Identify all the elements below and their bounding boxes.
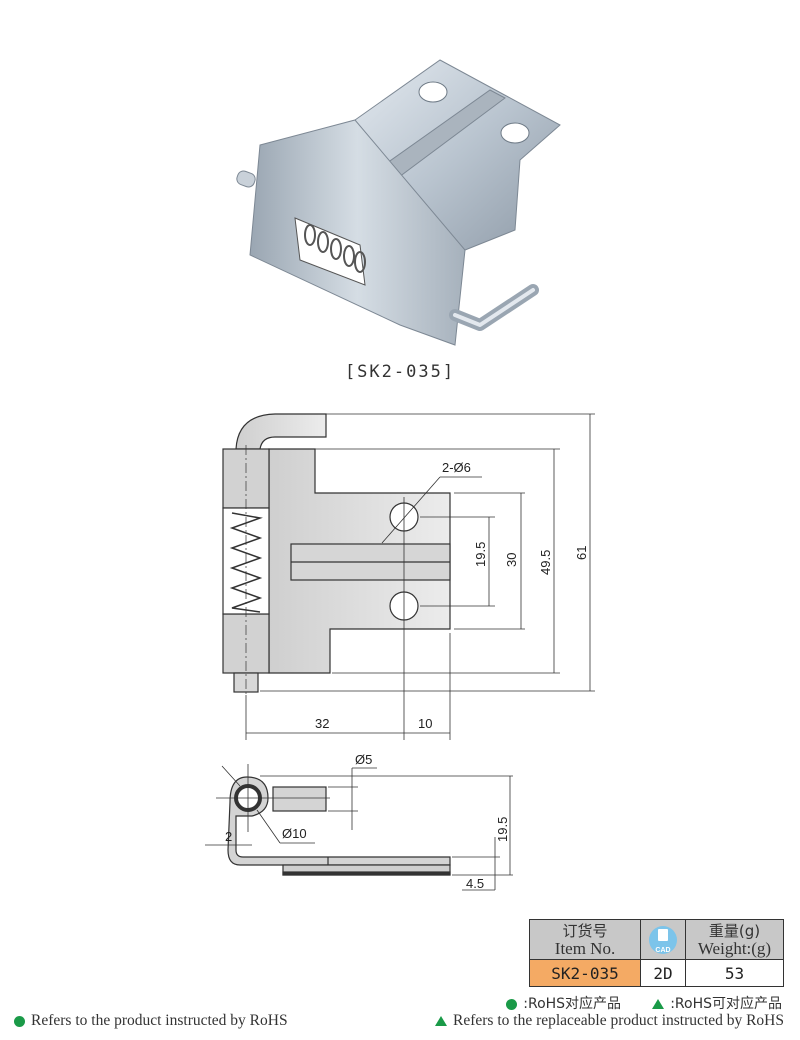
side-view-drawing: Ø5 Ø10 2 19.5 4.5	[200, 750, 520, 900]
item-no-header: 订货号 Item No.	[529, 919, 641, 960]
dim-barrel-dia: Ø10	[282, 826, 307, 841]
product-photo	[215, 50, 585, 350]
hole-spec-label: 2-Ø6	[442, 460, 471, 475]
item-no-header-en: Item No.	[554, 938, 616, 958]
dim-61: 61	[574, 546, 589, 560]
rohs-triangle-icon	[652, 999, 665, 1009]
rohs-triangle-icon	[435, 1016, 447, 1027]
dim-32: 32	[315, 716, 329, 731]
cad-header: CAD	[640, 919, 686, 960]
rohs-circle-icon	[14, 1015, 25, 1027]
dim-offset: 4.5	[466, 876, 484, 891]
product-caption: [SK2-035]	[344, 362, 456, 382]
weight-cell: 53	[685, 959, 784, 987]
dim-49-5: 49.5	[538, 550, 553, 575]
legend-cn-replaceable: :RoHS可对应产品	[670, 996, 782, 1012]
table-row: SK2-035 2D 53	[529, 959, 784, 987]
weight-header: 重量(g) Weight:(g)	[685, 919, 784, 960]
dim-30: 30	[504, 553, 519, 567]
legend-en-rohs: Refers to the product instructed by RoHS	[31, 1012, 288, 1029]
dim-19-5: 19.5	[473, 542, 488, 567]
dim-thickness: 2	[225, 829, 232, 844]
legend-english: Refers to the product instructed by RoHS…	[14, 1012, 784, 1030]
cad-cell[interactable]: 2D	[640, 959, 686, 987]
item-no-header-cn: 订货号	[562, 921, 608, 940]
rohs-circle-icon	[506, 998, 518, 1010]
dim-10: 10	[418, 716, 432, 731]
front-view-drawing: 2-Ø6 19.5 30 49.5 61 32 10	[200, 405, 620, 745]
item-no-cell: SK2-035	[529, 959, 641, 987]
legend-cn-rohs: :RoHS对应产品	[523, 996, 622, 1012]
legend-chinese: :RoHS对应产品 :RoHS可对应产品	[506, 993, 782, 1013]
weight-header-cn: 重量(g)	[708, 921, 761, 940]
cad-file-icon[interactable]: CAD	[649, 925, 677, 954]
dim-depth: 19.5	[495, 817, 510, 842]
weight-header-en: Weight:(g)	[697, 938, 772, 958]
spec-table-header: 订货号 Item No. CAD 重量(g) Weight:(g)	[529, 919, 784, 960]
dim-pin-dia: Ø5	[355, 752, 372, 767]
legend-en-replaceable: Refers to the replaceable product instru…	[453, 1012, 784, 1029]
spec-table: 订货号 Item No. CAD 重量(g) Weight:(g) SK2-03…	[529, 919, 784, 987]
